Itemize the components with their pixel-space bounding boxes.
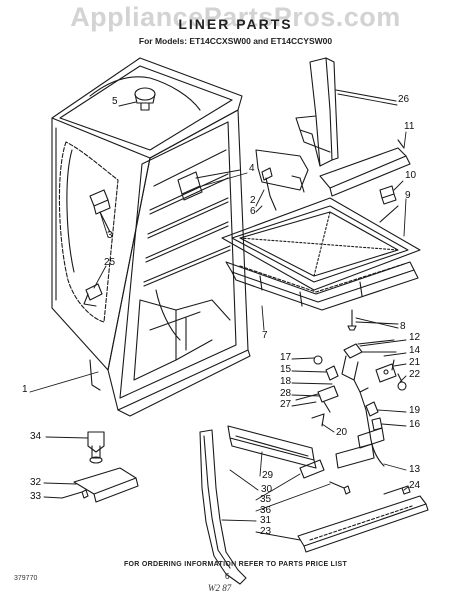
callout-17: 17: [280, 352, 292, 363]
callout-14: 14: [409, 345, 421, 356]
callout-32: 32: [30, 477, 42, 488]
callout-29: 29: [262, 470, 274, 481]
diagram-title: LINER PARTS: [178, 16, 293, 32]
part-5-fitting: [134, 87, 156, 111]
callout-2: 2: [250, 195, 256, 206]
part-9-tray: [221, 197, 421, 291]
callout-35: 35: [260, 494, 272, 505]
liner-cabinet: [51, 57, 251, 417]
callout-3: 3: [107, 230, 113, 241]
callout-25: 25: [104, 257, 116, 268]
callout-8: 8: [400, 321, 406, 332]
part-3-fitting: [89, 189, 111, 233]
callout-1: 1: [22, 384, 28, 395]
ordering-note: FOR ORDERING INFORMATION REFER TO PARTS …: [123, 561, 348, 568]
callout-21: 21: [409, 357, 421, 368]
callout-16: 16: [409, 419, 421, 430]
callout-23: 23: [260, 526, 272, 537]
parts-28-27-20: [295, 385, 339, 427]
callout-4: 4: [249, 163, 255, 174]
callout-11: 11: [404, 121, 415, 132]
callout-20: 20: [336, 427, 348, 438]
parts-35-36: [299, 459, 351, 495]
parts-32-33-hinge: [61, 467, 139, 503]
callout-22: 22: [409, 369, 421, 380]
part-25-fitting: [83, 283, 103, 307]
parts-30-31-strip: [199, 429, 247, 585]
callout-36: 36: [260, 505, 272, 516]
callout-5: 5: [112, 96, 118, 107]
callout-18: 18: [280, 376, 292, 387]
callout-9: 9: [405, 190, 411, 201]
part-7-shelf-frame: [225, 261, 419, 311]
part-34-foot: [87, 431, 105, 464]
part-10-clip: [379, 185, 397, 205]
part-2-clip: [261, 167, 277, 211]
part-29-rail: [227, 425, 317, 469]
callout-26: 26: [398, 94, 410, 105]
part-4-bracket: [177, 169, 241, 201]
control-assembly: [313, 339, 407, 469]
callout-12: 12: [409, 332, 421, 343]
parts-23-24: [297, 485, 429, 553]
callout-31: 31: [260, 515, 272, 526]
callout-19: 19: [409, 405, 421, 416]
part-11-shelf-front: [319, 139, 411, 197]
part-6-bracket: [255, 149, 309, 193]
callout-30: 30: [261, 484, 273, 495]
page-number: 6: [225, 572, 230, 581]
model-numbers: For Models: ET14CCXSW00 and ET14CCYSW00: [138, 36, 333, 46]
callout-33: 33: [30, 491, 42, 502]
callout-28: 28: [280, 388, 292, 399]
callout-6: 6: [250, 206, 256, 217]
part-8-screw: [347, 309, 399, 331]
callout-13: 13: [409, 464, 421, 475]
callout-7: 7: [262, 330, 268, 341]
callout-27: 27: [280, 399, 292, 410]
callout-34: 34: [30, 431, 42, 442]
handwritten-note: W2 87: [208, 583, 232, 593]
callout-24: 24: [409, 480, 421, 491]
watermark: AppliancePartsPros.com: [70, 2, 401, 32]
callout-10: 10: [405, 170, 417, 181]
part-26-duct: [295, 57, 397, 167]
callout-15: 15: [280, 364, 292, 375]
document-code: 379770: [14, 575, 38, 582]
